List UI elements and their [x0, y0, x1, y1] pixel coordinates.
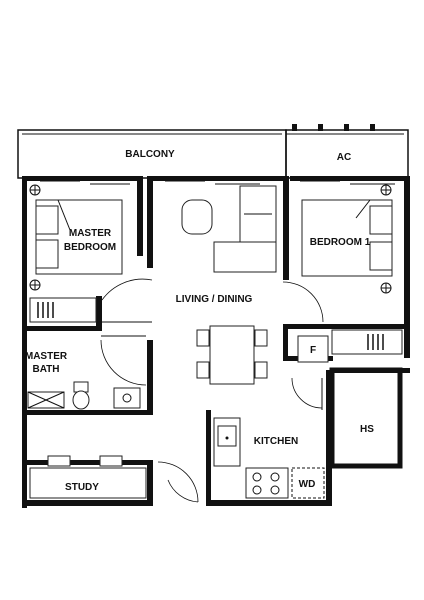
coffee-table: [181, 199, 213, 235]
label-kitchen: KITCHEN: [254, 436, 298, 447]
bedroom1-wardrobe: [331, 329, 403, 355]
label-bedroom1: BEDROOM 1: [310, 237, 371, 248]
kitchen-fixtures: [213, 335, 329, 499]
walls: [17, 124, 410, 508]
label-hs: HS: [360, 424, 374, 435]
label-master-bath-2: BATH: [32, 364, 59, 375]
label-master-bedroom-2: BEDROOM: [64, 242, 116, 253]
master-wardrobe: [29, 297, 97, 323]
label-fridge: F: [310, 345, 316, 356]
doors: [100, 278, 324, 503]
label-study: STUDY: [65, 482, 99, 493]
label-master-bedroom-1: MASTER: [69, 228, 112, 239]
dining-set: [196, 325, 268, 385]
label-balcony: BALCONY: [125, 149, 175, 160]
bedroom1-bed: [301, 184, 393, 294]
master-bed: [29, 184, 123, 291]
label-wd: WD: [299, 479, 316, 490]
label-master-bath-1: MASTER: [25, 351, 68, 362]
label-living-dining: LIVING / DINING: [176, 294, 253, 305]
balcony-doors: [40, 180, 395, 185]
study-desk: [29, 455, 147, 499]
master-bath-fixtures: [27, 381, 141, 410]
sofa: [213, 185, 277, 273]
label-ac: AC: [337, 152, 351, 163]
